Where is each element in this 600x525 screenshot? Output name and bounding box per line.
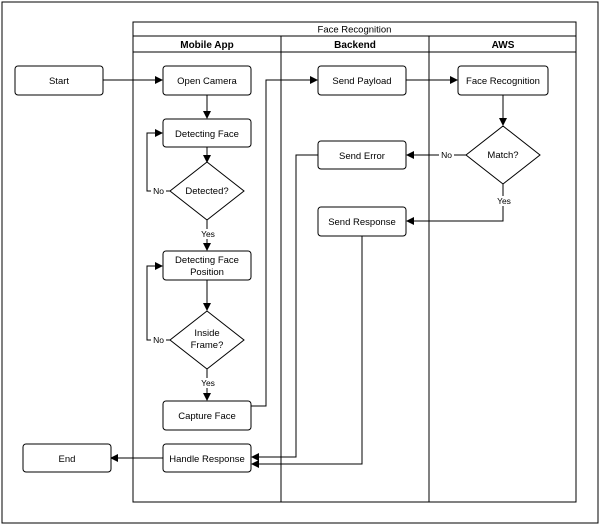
node-detected-label: Detected? — [185, 186, 228, 197]
edge-labels: No Yes No Yes No Yes — [151, 150, 513, 388]
edge-label-inside-no: No — [153, 335, 164, 345]
node-send-error[interactable]: Send Error — [317, 140, 407, 170]
node-match-label: Match? — [487, 150, 518, 161]
node-detecting-face-position[interactable]: Detecting Face Position — [162, 250, 252, 281]
node-send-response-label: Send Response — [328, 217, 396, 228]
node-detecting-face[interactable]: Detecting Face — [162, 118, 252, 148]
node-face-recognition[interactable]: Face Recognition — [457, 65, 549, 96]
node-send-payload[interactable]: Send Payload — [317, 65, 407, 96]
node-end[interactable]: End — [22, 443, 112, 473]
pool-title: Face Recognition — [318, 25, 392, 36]
node-send-response[interactable]: Send Response — [317, 206, 407, 237]
lane-header-mobile-app: Mobile App — [180, 40, 234, 51]
node-match-decision[interactable]: Match? — [465, 125, 541, 185]
node-detecting-face-label: Detecting Face — [175, 129, 239, 140]
lane-header-backend: Backend — [334, 40, 376, 51]
node-open-camera[interactable]: Open Camera — [162, 65, 252, 96]
node-start[interactable]: Start — [14, 65, 104, 96]
edge-label-detected-no: No — [153, 186, 164, 196]
edge-capture-send-payload — [251, 76, 318, 407]
node-capture-face-label: Capture Face — [178, 411, 236, 422]
node-detecting-position-label-1: Detecting Face — [175, 255, 239, 266]
edge-label-detected-yes: Yes — [201, 229, 215, 239]
lane-header-aws: AWS — [492, 40, 515, 51]
node-end-label: End — [59, 454, 76, 465]
node-detected-decision[interactable]: Detected? — [169, 161, 245, 221]
node-send-payload-label: Send Payload — [332, 76, 391, 87]
node-start-label: Start — [49, 76, 69, 87]
edge-send-response-handle-response — [251, 236, 363, 468]
node-inside-frame-label-2: Frame? — [191, 340, 224, 351]
node-detecting-position-label-2: Position — [190, 267, 224, 278]
edge-send-error-handle-response — [251, 154, 318, 461]
node-open-camera-label: Open Camera — [177, 76, 237, 87]
node-inside-frame-label-1: Inside — [194, 328, 219, 339]
node-inside-frame-decision[interactable]: Inside Frame? — [169, 310, 245, 370]
node-send-error-label: Send Error — [339, 151, 385, 162]
node-handle-response-label: Handle Response — [169, 454, 245, 465]
edge-label-match-no: No — [441, 150, 452, 160]
node-handle-response[interactable]: Handle Response — [162, 443, 252, 473]
node-capture-face[interactable]: Capture Face — [162, 400, 252, 431]
edge-label-inside-yes: Yes — [201, 378, 215, 388]
node-face-recognition-label: Face Recognition — [466, 76, 540, 87]
edge-label-match-yes: Yes — [497, 196, 511, 206]
